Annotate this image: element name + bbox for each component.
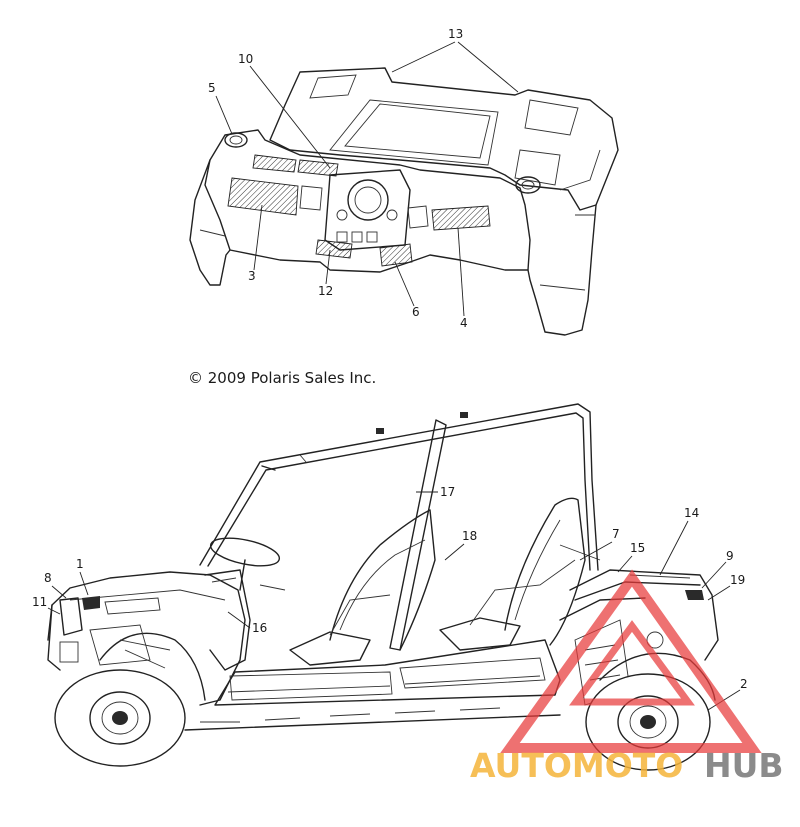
callout-19: 19 xyxy=(730,573,745,587)
watermark-brand-part1: AUTOMOTO xyxy=(470,746,683,785)
callout-11: 11 xyxy=(32,595,47,609)
callout-8: 8 xyxy=(44,571,52,585)
vehicle-callouts: 1 8 11 16 17 18 7 15 14 9 19 2 xyxy=(32,485,748,711)
callout-14: 14 xyxy=(684,506,699,520)
callout-16: 16 xyxy=(252,621,267,635)
callout-15: 15 xyxy=(630,541,645,555)
dashboard-assembly xyxy=(189,67,619,336)
vehicle-side-view xyxy=(47,403,719,771)
callout-13: 13 xyxy=(448,27,463,41)
callout-7: 7 xyxy=(612,527,620,541)
callout-3: 3 xyxy=(248,269,256,283)
dashboard-callouts: 13 10 5 3 12 6 4 xyxy=(208,27,519,330)
callout-10: 10 xyxy=(238,52,253,66)
callout-12: 12 xyxy=(318,284,333,298)
callout-18: 18 xyxy=(462,529,477,543)
callout-5: 5 xyxy=(208,81,216,95)
watermark-brand-part2: HUB xyxy=(704,746,784,785)
callout-9: 9 xyxy=(726,549,734,563)
callout-17: 17 xyxy=(440,485,455,499)
watermark-logo-icon xyxy=(500,569,762,753)
callout-4: 4 xyxy=(460,316,468,330)
callout-2: 2 xyxy=(740,677,748,691)
copyright-text: © 2009 Polaris Sales Inc. xyxy=(188,369,376,387)
callout-1: 1 xyxy=(76,557,84,571)
watermark: AUTOMOTO HUB xyxy=(470,569,784,785)
callout-6: 6 xyxy=(412,305,420,319)
